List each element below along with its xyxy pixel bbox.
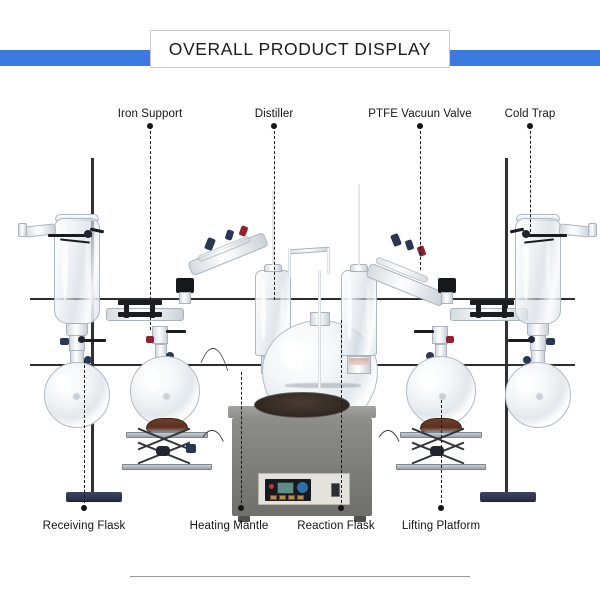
- vapor-bridge-right-leg: [327, 248, 330, 274]
- clamp-cold-trap-right: [523, 234, 567, 237]
- label-receiving-flask: Receiving Flask: [42, 520, 126, 532]
- clamp-post-right-a: [476, 300, 481, 318]
- clamp-arm-left-c: [84, 339, 106, 342]
- clamp-arm-right-c: [508, 339, 530, 342]
- ptfe-vacuum-valve-left: [176, 278, 194, 293]
- receiving-flask-left: [44, 362, 110, 428]
- collection-flask-right-upper-joint: [432, 326, 448, 344]
- lifting-platform-left-knob: [156, 446, 170, 456]
- clamp-knob-left-b: [78, 336, 85, 343]
- panel-button-2[interactable]: [279, 495, 286, 500]
- clamp-arm-right-d: [414, 330, 434, 333]
- condenser-right-hose-knob-b: [416, 245, 427, 257]
- leader-dot-heating-mantle: [238, 505, 244, 511]
- panel-button-3[interactable]: [288, 495, 295, 500]
- vapor-bridge-left-leg: [288, 248, 291, 278]
- leader-line-heating-mantle: [241, 372, 242, 508]
- clamp-knob-right-a: [522, 230, 530, 238]
- ptfe-valve-right-joint: [441, 292, 453, 304]
- page-title: OVERALL PRODUCT DISPLAY: [168, 38, 432, 59]
- label-iron-support: Iron Support: [117, 108, 183, 120]
- collection-flask-left: [130, 356, 200, 426]
- distiller-column-right: [341, 270, 377, 356]
- thermometer-stem-left: [272, 190, 274, 266]
- condenser-left-hose-knob-c: [224, 229, 235, 241]
- heating-mantle-control-panel: [258, 473, 350, 505]
- leader-dot-ptfe-vacuum-valve: [417, 123, 423, 129]
- leader-line-cold-trap: [530, 126, 531, 232]
- mantle-power-cable: [186, 348, 240, 482]
- stirrer-shaft: [318, 270, 321, 388]
- leader-line-receiving-flask: [84, 360, 85, 508]
- lifting-platform-right-knob: [430, 446, 444, 456]
- cold-trap-left-sidearm-joint: [18, 223, 27, 237]
- iron-support-right-base: [480, 492, 536, 501]
- leader-line-reaction-flask: [341, 320, 342, 508]
- iron-support-right-rod: [505, 158, 508, 498]
- stopcock-knob-left-blue: [60, 338, 69, 345]
- mantle-foot-right: [354, 516, 366, 522]
- label-ptfe-vacuum-valve: PTFE Vacuun Valve: [368, 108, 472, 120]
- page-title-box: OVERALL PRODUCT DISPLAY: [150, 30, 450, 68]
- clamp-bar-left-2: [118, 312, 162, 317]
- cross-rod-upper: [30, 298, 575, 301]
- clamp-knob-left-a: [84, 230, 92, 238]
- joint-clip-right-2: [426, 352, 434, 360]
- leader-dot-reaction-flask: [338, 505, 344, 511]
- clamp-bar-right-2: [470, 312, 514, 317]
- condenser-right-hose-knob-a: [390, 232, 402, 248]
- power-indicator-led: [269, 484, 274, 489]
- leader-dot-distiller: [271, 123, 277, 129]
- clamp-bar-left: [118, 300, 162, 305]
- cold-trap-right-sidearm-joint: [588, 223, 597, 237]
- iron-support-left-base: [66, 492, 122, 501]
- label-reaction-flask: Reaction Flask: [297, 520, 375, 532]
- label-cold-trap: Cold Trap: [504, 108, 556, 120]
- clamp-post-left-a: [124, 300, 129, 318]
- stopcock-knob-right-red: [446, 336, 454, 343]
- panel-button-1[interactable]: [270, 495, 277, 500]
- clamp-knob-right-b: [528, 336, 535, 343]
- clamp-post-left-b: [150, 300, 155, 318]
- leader-dot-cold-trap: [527, 123, 533, 129]
- leader-line-lifting-platform: [441, 400, 442, 508]
- condenser-right-hose-knob-c: [404, 239, 415, 251]
- leader-line-distiller: [274, 126, 275, 300]
- leader-dot-iron-support: [147, 123, 153, 129]
- stopcock-knob-right-blue: [546, 338, 555, 345]
- power-cable-right: [372, 430, 404, 468]
- panel-button-4[interactable]: [297, 495, 304, 500]
- power-switch[interactable]: [331, 483, 340, 497]
- leader-dot-receiving-flask: [81, 505, 87, 511]
- clamp-post-right-b: [502, 300, 507, 318]
- temperature-display: [277, 482, 294, 494]
- thermometer-stem-right: [358, 184, 360, 266]
- clamp-arm-left-d: [166, 330, 186, 333]
- apparatus-illustration: [0, 130, 600, 522]
- label-distiller: Distiller: [254, 108, 294, 120]
- label-lifting-platform: Lifting Platform: [401, 520, 481, 532]
- iron-support-left-rod: [91, 158, 94, 498]
- ptfe-vacuum-valve-right: [438, 278, 456, 293]
- heating-mantle-well: [254, 392, 350, 418]
- footer-divider: [130, 576, 470, 577]
- stopcock-knob-left-red: [146, 336, 154, 343]
- leader-dot-lifting-platform: [438, 505, 444, 511]
- label-heating-mantle: Heating Mantle: [189, 520, 269, 532]
- leader-line-iron-support: [150, 126, 151, 330]
- control-dial[interactable]: [297, 482, 308, 493]
- distiller-column-right-frit: [349, 358, 369, 365]
- collection-flask-left-upper-joint: [152, 326, 168, 344]
- clamp-bar-right: [470, 300, 514, 305]
- clamp-cold-trap-left: [48, 234, 92, 237]
- ptfe-valve-left-joint: [179, 292, 191, 304]
- joint-clip-left: [84, 356, 92, 364]
- vapor-bridge-tube: [287, 246, 331, 255]
- receiving-flask-right: [505, 362, 571, 428]
- leader-line-ptfe-vacuum-valve: [420, 126, 421, 270]
- joint-clip-right: [523, 356, 531, 364]
- mantle-foot-left: [238, 516, 250, 522]
- collection-flask-right: [406, 356, 476, 426]
